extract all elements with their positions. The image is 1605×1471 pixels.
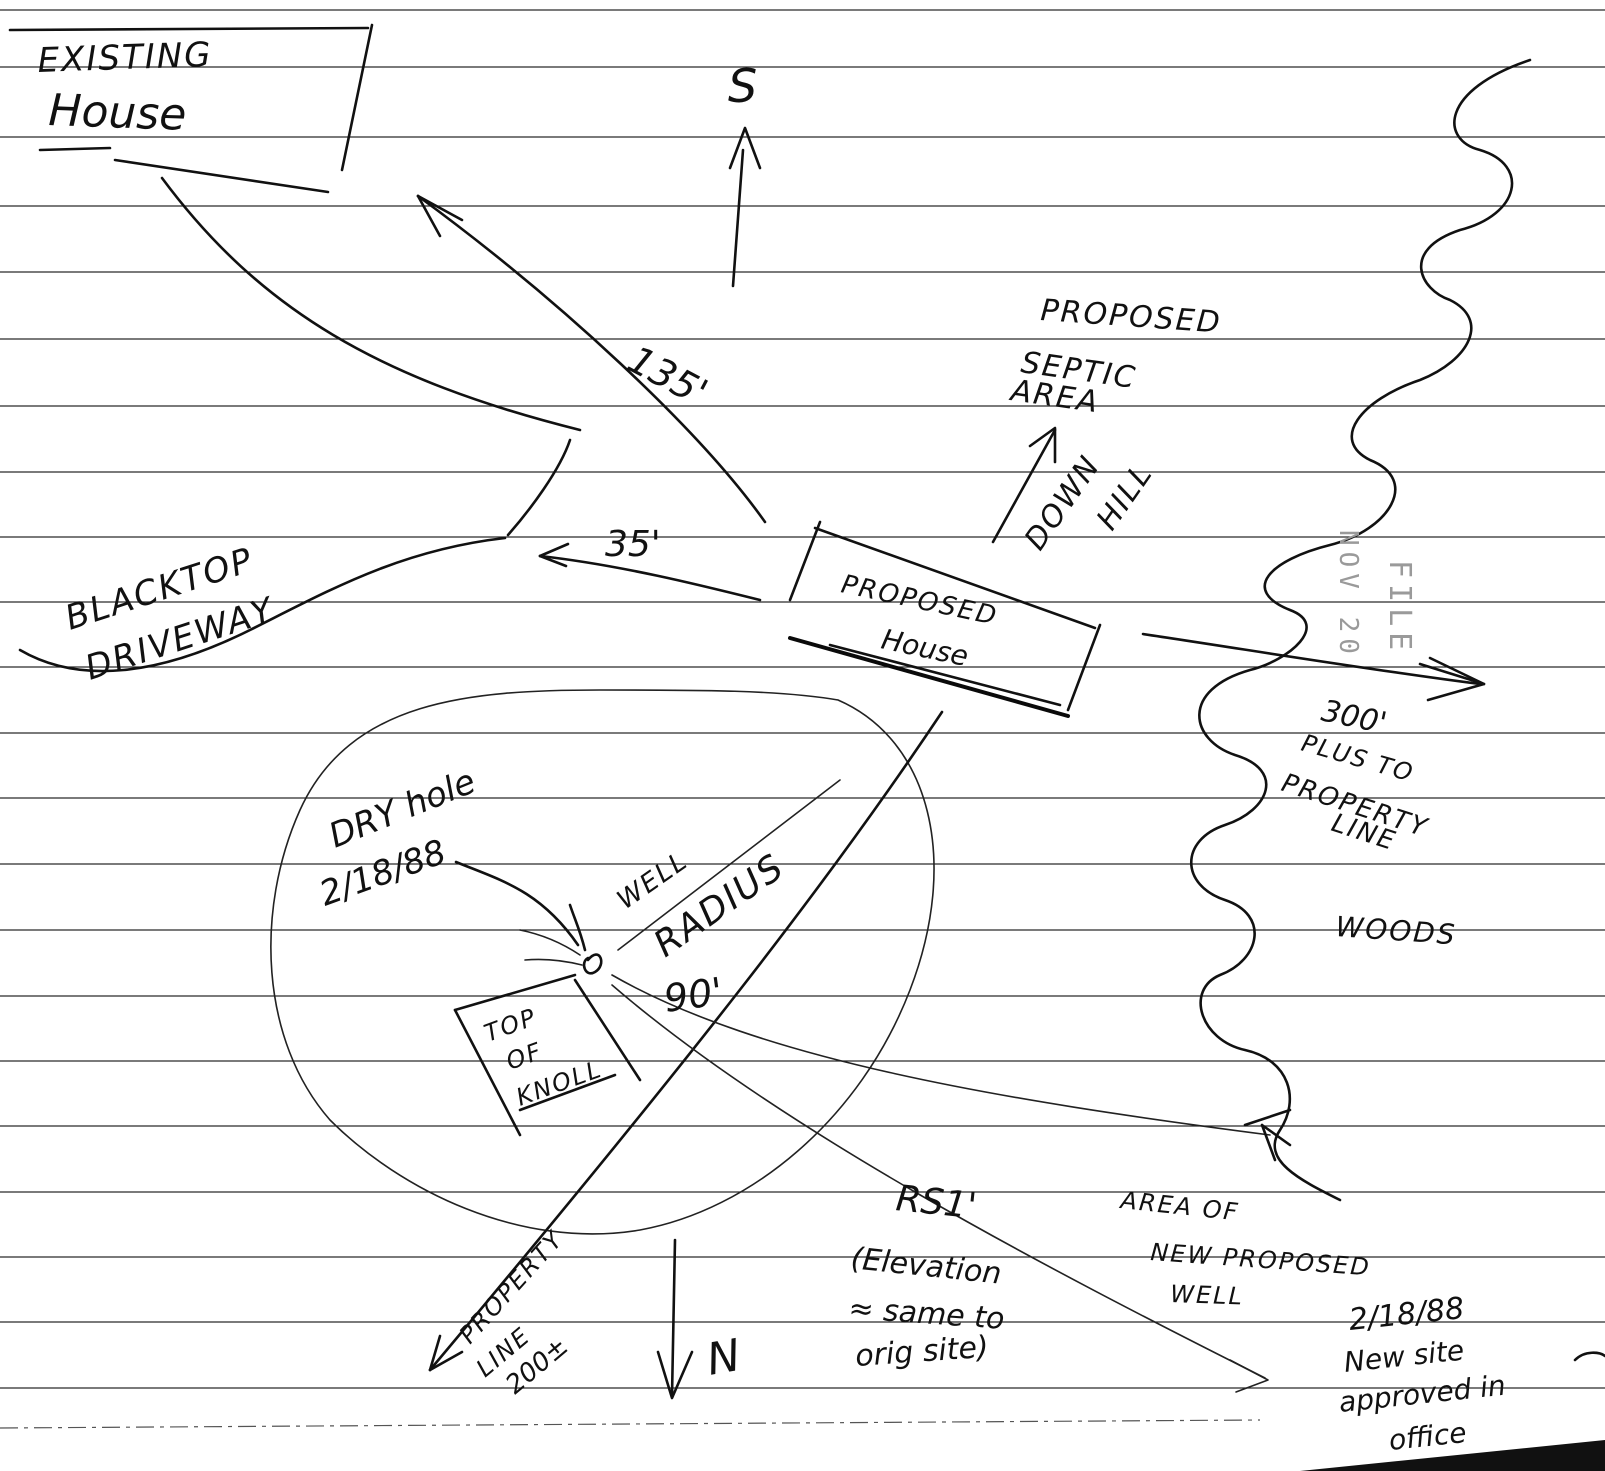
north-arrow-bottom-label: N (703, 1330, 744, 1386)
driveway-lines (18, 176, 582, 673)
new-well-label-3: WELL (1170, 1280, 1245, 1311)
woods-label: WOODS (1335, 910, 1458, 951)
distance-35-label: 35' (605, 524, 661, 565)
existing-house-label-2: House (48, 85, 188, 141)
north-arrow-top (728, 126, 762, 288)
property-line-200 (428, 710, 944, 1372)
labels: EXISTING House S PROPOSED SEPTIC AREA 13… (37, 35, 1507, 1457)
knoll-label-2: OF (502, 1037, 546, 1076)
line-35-to-driveway (538, 542, 762, 602)
downhill-arrow (991, 426, 1057, 544)
woods-boundary (1189, 58, 1532, 1202)
approval-label-4: office (1387, 1416, 1468, 1457)
proposed-septic-label-1: PROPOSED (1039, 293, 1222, 341)
new-well-label-2: NEW PROPOSED (1150, 1238, 1372, 1281)
received-stamp: NOV 20 FILE (1333, 530, 1417, 660)
line-to-new-well (611, 974, 1292, 1393)
north-arrow-top-label: S (728, 59, 757, 113)
approval-label-2: New site (1342, 1334, 1465, 1379)
existing-house-outline (8, 23, 374, 194)
property-300-label-1: 300' (1318, 694, 1389, 742)
down-hill-label-1: DOWN (1018, 449, 1108, 557)
well-radius-label-3: 90' (661, 969, 725, 1021)
elevation-label-1: (Elevation (849, 1241, 1003, 1292)
well-radius-circle (270, 689, 935, 1235)
rs-label: RS1' (894, 1178, 979, 1227)
distance-135-label: 135' (621, 337, 715, 415)
well-radius-label-1: WELL (612, 846, 694, 916)
stamp-file: FILE (1382, 560, 1417, 656)
stamp-date: NOV 20 (1333, 530, 1363, 660)
proposed-house-outline (788, 520, 1102, 718)
top-of-knoll-outline (453, 973, 642, 1137)
existing-house-label-1: EXISTING (37, 35, 213, 81)
approval-label-1: 2/18/88 (1347, 1291, 1466, 1338)
proposed-house-label-1: PROPOSED (839, 570, 1001, 632)
well-point (454, 779, 841, 975)
arrow-300-to-property-line (1141, 632, 1486, 702)
elevation-label-3: orig site) (854, 1330, 990, 1374)
signature-scribble (1300, 1351, 1605, 1471)
ruled-lines (0, 9, 1605, 1429)
dry-hole-label-1: DRY hole (323, 762, 481, 857)
line-135-to-existing-house (416, 194, 767, 524)
north-arrow-bottom (656, 1238, 694, 1400)
